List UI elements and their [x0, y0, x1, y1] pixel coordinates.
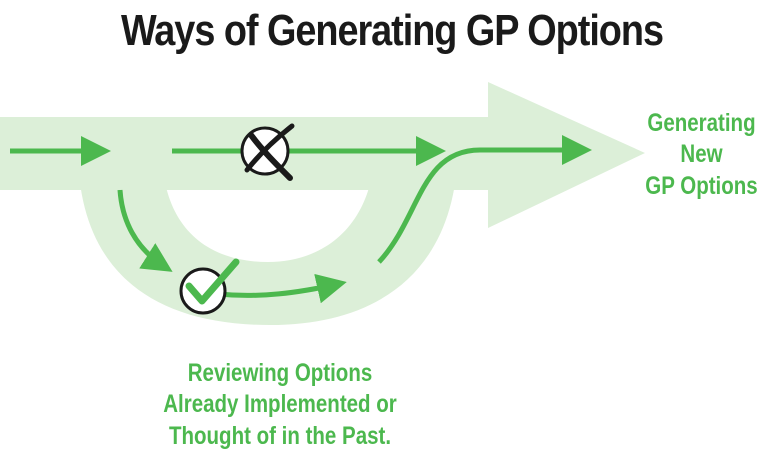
- label-line: New: [680, 140, 723, 169]
- x-mark-icon: [240, 123, 295, 181]
- reviewing-options-label: Reviewing Options Already Implemented or…: [128, 358, 431, 452]
- title: Ways of Generating GP Options: [121, 6, 664, 55]
- label-line: Reviewing Options: [187, 359, 373, 387]
- arrow-bottom: [217, 273, 347, 304]
- label-line: GP Options: [645, 171, 758, 200]
- main-band-arrow: [0, 82, 645, 228]
- label-line: Generating: [647, 109, 756, 137]
- arrow-down-curve: [117, 189, 173, 272]
- checkmark-icon: [179, 258, 240, 315]
- label-line: Thought of in the Past.: [168, 421, 392, 450]
- arrow-up-curve: [377, 135, 593, 264]
- label-line: Already Implemented or: [163, 390, 397, 419]
- detour-band: [78, 150, 458, 325]
- generating-new-options-label: Generating New GP Options: [640, 108, 763, 202]
